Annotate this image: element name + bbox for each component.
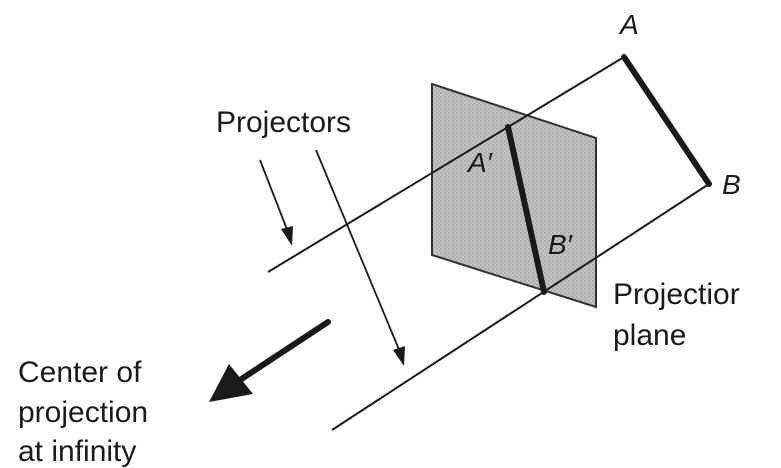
projectors-pointer-arrow-left — [259, 159, 289, 233]
segment-a-prime-b-prime — [505, 124, 547, 295]
projector-line-b — [331, 183, 710, 431]
label-a: A — [618, 9, 639, 40]
center-of-projection-arrowhead — [209, 364, 253, 402]
label-center-line1: Center of — [18, 356, 142, 389]
label-b: B — [722, 169, 741, 200]
center-of-projection-arrow-shaft — [237, 319, 331, 383]
label-projection-plane-line2: plane — [613, 319, 686, 352]
label-projectors: Projectors — [216, 106, 351, 139]
segment-ab — [621, 54, 712, 187]
projection-plane — [431, 82, 597, 309]
label-center-line3: at infinity — [18, 435, 136, 468]
label-projection-plane-line1: Projectior — [613, 278, 740, 311]
projectors-pointer-arrowhead-right — [393, 346, 405, 366]
label-a-prime: A′ — [466, 147, 494, 178]
projectors-pointer-arrowhead-left — [281, 226, 293, 246]
projectors-pointer-arrow-right — [315, 149, 401, 353]
projector-line-a — [267, 56, 625, 273]
label-b-prime: B′ — [548, 229, 574, 260]
label-center-line2: projection — [18, 396, 148, 429]
